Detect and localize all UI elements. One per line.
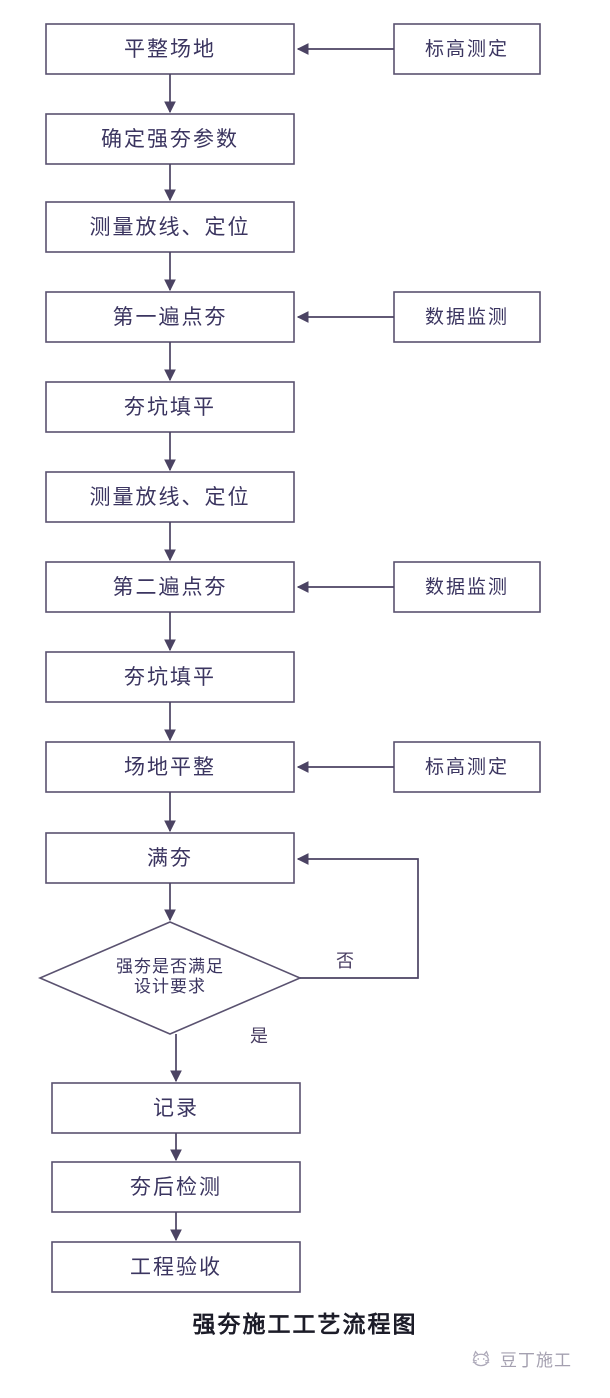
- node-rect-n13: [51, 1161, 301, 1213]
- node-rect-n5: [45, 381, 295, 433]
- node-rect-n12: [51, 1082, 301, 1134]
- node-rect-s2: [393, 291, 541, 343]
- node-rect-n4: [45, 291, 295, 343]
- edge-label-yes: 是: [250, 1026, 268, 1047]
- node-rect-n10: [45, 832, 295, 884]
- edge-label-no: 否: [336, 951, 354, 972]
- node-rect-s4: [393, 741, 541, 793]
- node-rect-n6: [45, 471, 295, 523]
- node-rect-s1: [393, 23, 541, 75]
- node-rect-n2: [45, 113, 295, 165]
- main-node-shapes: [45, 23, 301, 1293]
- flow-connectors: [164, 43, 419, 1242]
- node-diamond-n11: [37, 921, 303, 1035]
- diagram-caption: 强夯施工工艺流程图: [192, 1312, 418, 1338]
- side-node-shapes: [393, 23, 541, 793]
- watermark: 豆丁施工: [470, 1346, 572, 1371]
- node-rect-s3: [393, 561, 541, 613]
- node-rect-n9: [45, 741, 295, 793]
- node-rect-n1: [45, 23, 295, 75]
- cat-logo-icon: [472, 1349, 490, 1366]
- edge-feedback-no: [296, 853, 419, 979]
- node-rect-n14: [51, 1241, 301, 1293]
- decision-node-shape: [37, 921, 303, 1035]
- node-rect-n7: [45, 561, 295, 613]
- node-rect-n3: [45, 201, 295, 253]
- watermark-text: 豆丁施工: [500, 1351, 572, 1371]
- node-rect-n8: [45, 651, 295, 703]
